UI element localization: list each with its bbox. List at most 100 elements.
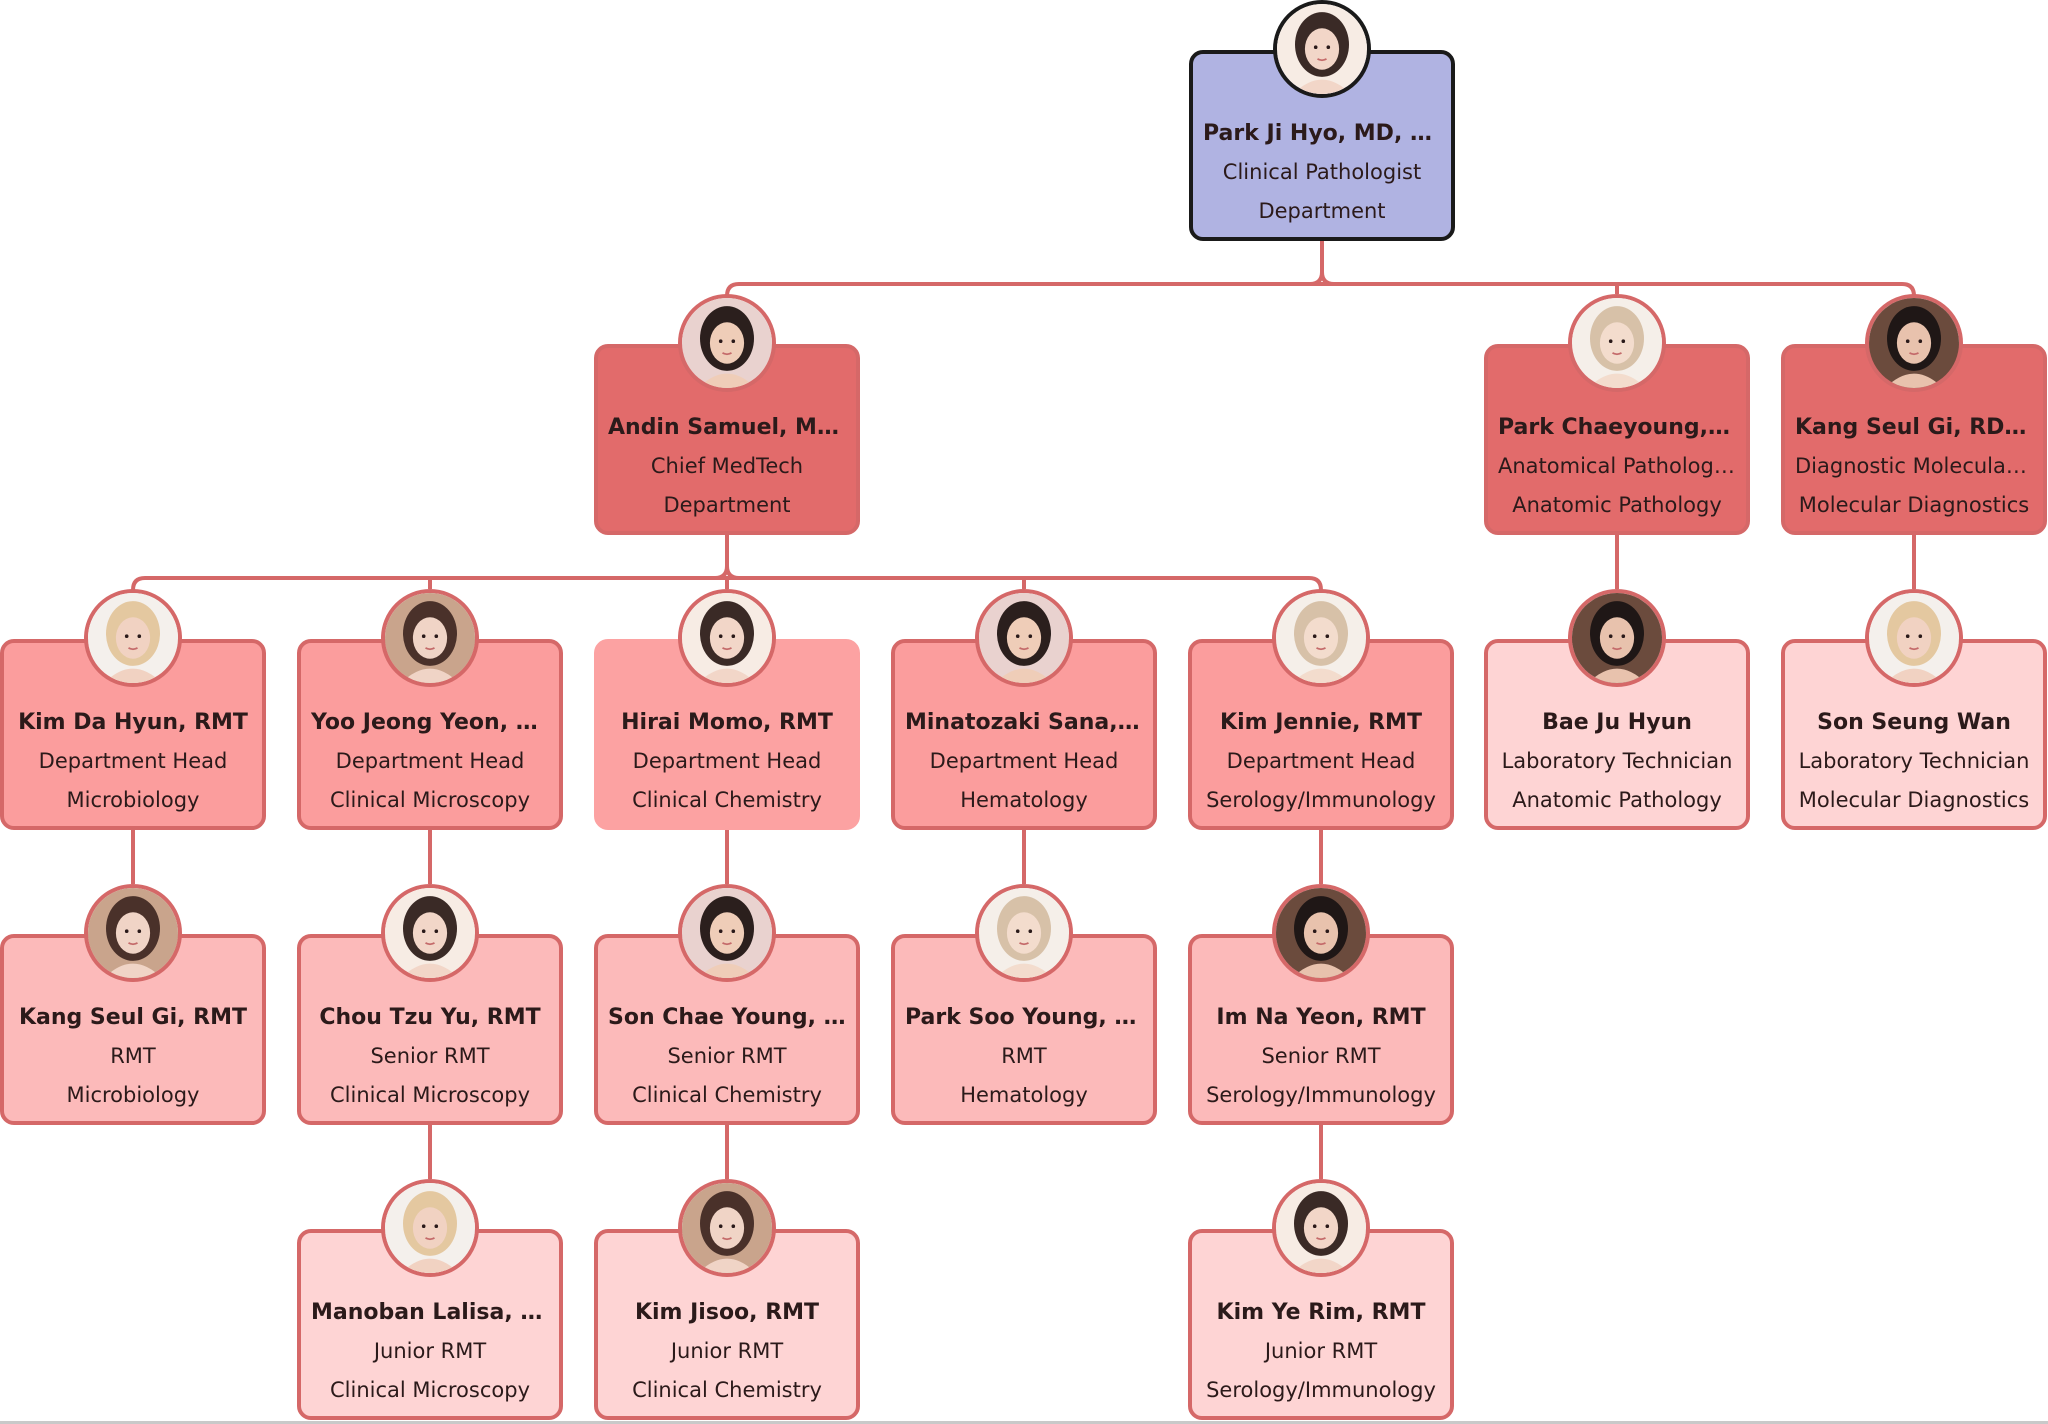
person-name: Park Chaeyoung, M... (1498, 415, 1736, 440)
person-photo-icon (975, 589, 1073, 687)
org-node-text: Park Ji Hyo, MD, RMT Clinical Pathologist… (1203, 114, 1441, 231)
person-photo-icon (1865, 294, 1963, 392)
org-node-card[interactable]: Kim Ye Rim, RMT Junior RMT Serology/Immuno… (1188, 1229, 1454, 1420)
person-role: Diagnostic Molecular ... (1795, 454, 2033, 478)
person-role: Junior RMT (670, 1339, 784, 1363)
org-node-text: Park Soo Young, RMT RMT Hematology (905, 998, 1143, 1115)
person-photo-icon (1272, 589, 1370, 687)
person-photo-icon (678, 589, 776, 687)
person-name: Im Na Yeon, RMT (1216, 1005, 1426, 1030)
person-name: Bae Ju Hyun (1542, 710, 1692, 735)
person-department: Clinical Microscopy (329, 1378, 530, 1402)
person-role: Department Head (1226, 749, 1416, 773)
person-role: Senior RMT (370, 1044, 490, 1068)
person-name: Kim Jisoo, RMT (634, 1300, 820, 1325)
org-node-text: Son Chae Young, RMT Senior RMT Clinical Ch… (608, 998, 846, 1115)
person-role: RMT (1001, 1044, 1047, 1068)
person-name: Son Chae Young, RMT (608, 1005, 846, 1030)
person-photo-icon (678, 884, 776, 982)
person-department: Anatomic Pathology (1512, 788, 1722, 812)
connector-trunk (714, 535, 740, 580)
person-photo-icon (1273, 0, 1371, 98)
person-name: Kang Seul Gi, RMT (18, 1005, 248, 1030)
person-name: Son Seung Wan (1817, 710, 2011, 735)
org-node-text: Manoban Lalisa, RMT Junior RMT Clinical Mi… (311, 1293, 549, 1410)
person-name: Minatozaki Sana, RMT (905, 710, 1143, 735)
org-node-text: Kim Ye Rim, RMT Junior RMT Serology/Immuno… (1202, 1293, 1440, 1410)
person-department: Serology/Immunology (1206, 1378, 1436, 1402)
person-role: Clinical Pathologist (1222, 160, 1422, 184)
person-department: Clinical Chemistry (632, 788, 822, 812)
person-photo-icon (1272, 884, 1370, 982)
org-node-text: Kim Jisoo, RMT Junior RMT Clinical Chemist… (608, 1293, 846, 1410)
person-role: Laboratory Technician (1501, 749, 1733, 773)
person-role: Laboratory Technician (1798, 749, 2030, 773)
org-node-text: Chou Tzu Yu, RMT Senior RMT Clinical Micro… (311, 998, 549, 1115)
person-name: Hirai Momo, RMT (621, 710, 833, 735)
person-name: Park Soo Young, RMT (905, 1005, 1143, 1030)
org-node-text: Andin Samuel, MD, ... Chief MedTechDepart… (608, 408, 846, 525)
person-role: RMT (110, 1044, 156, 1068)
person-role: Department Head (929, 749, 1119, 773)
person-name: Andin Samuel, MD, ... (608, 415, 846, 440)
person-name: Kim Ye Rim, RMT (1216, 1300, 1426, 1325)
org-node-card[interactable]: Andin Samuel, MD, ... Chief MedTechDepart… (594, 344, 860, 535)
person-photo-icon (381, 884, 479, 982)
person-role: Junior RMT (1264, 1339, 1378, 1363)
person-role: Department Head (38, 749, 228, 773)
person-photo-icon (678, 294, 776, 392)
person-photo-icon (1568, 294, 1666, 392)
person-name: Manoban Lalisa, RMT (311, 1300, 549, 1325)
person-department: Microbiology (66, 788, 200, 812)
person-photo-icon (381, 589, 479, 687)
person-name: Park Ji Hyo, MD, RMT (1203, 121, 1441, 146)
person-photo-icon (1865, 589, 1963, 687)
person-role: Department Head (335, 749, 525, 773)
person-photo-icon (84, 884, 182, 982)
person-name: Kang Seul Gi, RDMS (1795, 415, 2033, 440)
person-department: Clinical Chemistry (632, 1378, 822, 1402)
person-role: Senior RMT (1261, 1044, 1381, 1068)
person-photo-icon (678, 1179, 776, 1277)
person-department: Serology/Immunology (1206, 788, 1436, 812)
person-department: Hematology (960, 1083, 1088, 1107)
person-department: Department (663, 493, 791, 517)
person-name: Yoo Jeong Yeon, RMT (311, 710, 549, 735)
person-photo-icon (975, 884, 1073, 982)
person-department: Molecular Diagnostics (1798, 788, 2030, 812)
person-department: Microbiology (66, 1083, 200, 1107)
person-department: Department (1258, 199, 1386, 223)
org-node-text: Park Chaeyoung, M... Anatomical Pathologi… (1498, 408, 1736, 525)
person-photo-icon (1568, 589, 1666, 687)
person-name: Chou Tzu Yu, RMT (319, 1005, 541, 1030)
org-node-text: Minatozaki Sana, RMT Department HeadHemat… (905, 703, 1143, 820)
org-node-text: Im Na Yeon, RMT Senior RMT Serology/Immuno… (1202, 998, 1440, 1115)
person-role: Anatomical Pathologist (1498, 454, 1736, 478)
person-role: Junior RMT (373, 1339, 487, 1363)
person-photo-icon (381, 1179, 479, 1277)
person-role: Department Head (632, 749, 822, 773)
org-node-text: Kang Seul Gi, RDMS Diagnostic Molecular .… (1795, 408, 2033, 525)
person-department: Clinical Microscopy (329, 788, 530, 812)
person-role: Senior RMT (667, 1044, 787, 1068)
person-department: Clinical Microscopy (329, 1083, 530, 1107)
person-role: Chief MedTech (650, 454, 804, 478)
org-node-text: Kang Seul Gi, RMT RMT Microbiology (14, 998, 252, 1115)
person-department: Molecular Diagnostics (1798, 493, 2030, 517)
person-department: Anatomic Pathology (1512, 493, 1722, 517)
connector-trunk (1309, 241, 1335, 286)
person-photo-icon (84, 589, 182, 687)
person-department: Hematology (960, 788, 1088, 812)
page-bottom-rule (0, 1421, 2048, 1424)
person-photo-icon (1272, 1179, 1370, 1277)
person-name: Kim Da Hyun, RMT (18, 710, 248, 735)
person-department: Clinical Chemistry (632, 1083, 822, 1107)
person-department: Serology/Immunology (1206, 1083, 1436, 1107)
